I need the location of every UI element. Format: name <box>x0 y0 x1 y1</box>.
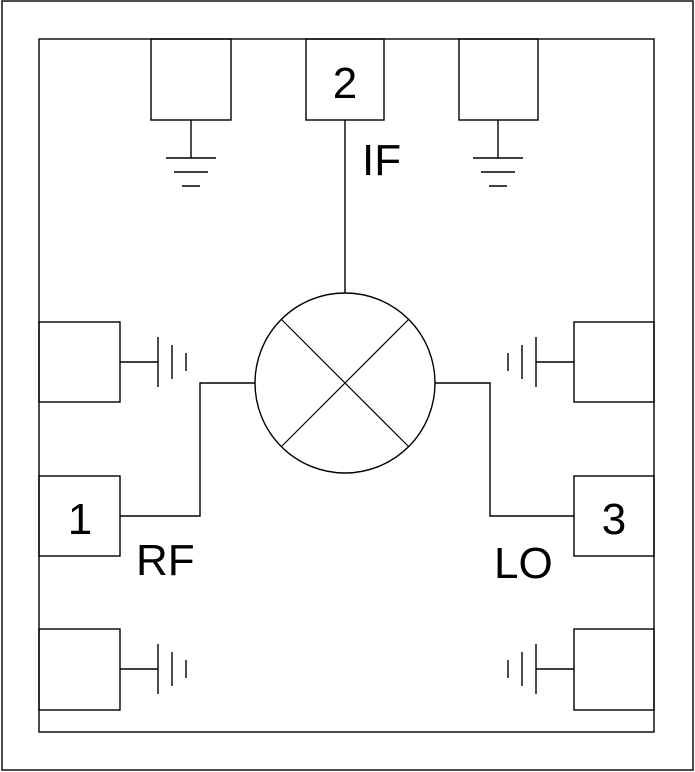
mixer-icon <box>254 292 436 474</box>
lo-trace <box>435 382 574 517</box>
rf-label: RF <box>136 536 195 585</box>
capacitor-ground-icon <box>507 644 574 694</box>
top-left-ground-pad <box>150 38 232 121</box>
lo-pin-number: 3 <box>602 495 626 544</box>
die-outline <box>38 38 655 733</box>
ground-icon <box>166 120 216 187</box>
left-lower-ground-pad <box>38 628 121 711</box>
right-lower-ground-pad <box>573 628 655 711</box>
capacitor-ground-icon <box>120 644 187 694</box>
right-upper-ground-pad <box>573 321 655 403</box>
capacitor-ground-icon <box>120 337 187 387</box>
rf-trace <box>120 382 255 517</box>
if-pin-number: 2 <box>333 59 357 108</box>
lo-label: LO <box>494 539 553 588</box>
left-upper-ground-pad <box>38 321 121 403</box>
if-label: IF <box>362 136 401 185</box>
rf-pin-number: 1 <box>68 495 92 544</box>
ground-icon <box>473 120 523 187</box>
top-right-ground-pad <box>458 38 539 121</box>
capacitor-ground-icon <box>507 337 574 387</box>
